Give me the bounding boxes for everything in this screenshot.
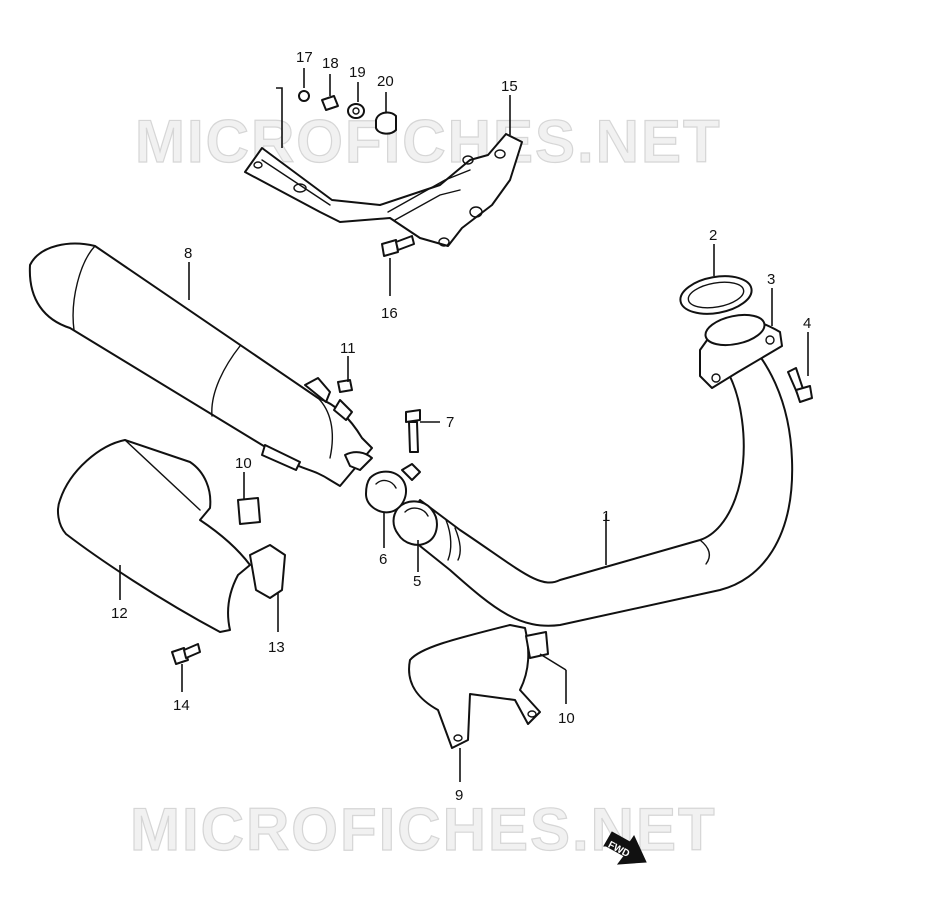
part-2-gasket[interactable] [677, 271, 754, 319]
fwd-arrow: FWD [603, 831, 647, 865]
callout-18: 18 [322, 55, 339, 72]
callout-13: 13 [268, 639, 285, 656]
part-3-flange[interactable] [699, 310, 783, 389]
part-10-pad-right[interactable] [525, 631, 549, 659]
part-11-bolt[interactable] [337, 379, 353, 393]
callout-14: 14 [173, 697, 190, 714]
callout-3: 3 [767, 271, 775, 288]
callout-4: 4 [803, 315, 811, 332]
callout-12: 12 [111, 605, 128, 622]
callout-17: 17 [296, 49, 313, 66]
callout-10-left: 10 [235, 455, 252, 472]
callout-5: 5 [413, 573, 421, 590]
callout-8: 8 [184, 245, 192, 262]
callout-6: 6 [379, 551, 387, 568]
callout-19: 19 [349, 64, 366, 81]
part-4-bolt[interactable] [787, 367, 813, 403]
callout-labels: 17 18 19 20 15 16 8 2 3 4 11 7 10 1 6 5 … [111, 49, 811, 804]
callout-7: 7 [446, 414, 454, 431]
callout-9: 9 [455, 787, 463, 804]
part-9-lower-shield[interactable] [408, 624, 541, 749]
part-20-grommet[interactable] [375, 111, 397, 135]
callout-10-right: 10 [558, 710, 575, 727]
part-6-clamp-ring[interactable] [365, 470, 408, 514]
callout-16: 16 [381, 305, 398, 322]
part-8-muffler[interactable] [28, 242, 373, 487]
watermark-top: MICROFICHES.NET [135, 108, 722, 175]
part-5-clamp[interactable] [392, 463, 438, 546]
callout-15: 15 [501, 78, 518, 95]
bracket-guide-line [276, 87, 283, 148]
callout-2: 2 [709, 227, 717, 244]
part-17-collar[interactable] [298, 90, 310, 102]
part-12-heat-shield[interactable] [57, 439, 251, 633]
part-18-spacer[interactable] [321, 95, 339, 111]
part-10-pad-left[interactable] [237, 497, 261, 525]
callout-11: 11 [340, 340, 356, 357]
watermark-bottom: MICROFICHES.NET [130, 796, 717, 863]
part-13-clip[interactable] [249, 544, 286, 599]
part-16-bolt[interactable] [381, 235, 415, 257]
callout-20: 20 [377, 73, 394, 90]
part-15-bracket[interactable] [244, 133, 523, 247]
part-19-washer[interactable] [347, 103, 365, 119]
part-7-bolt[interactable] [405, 409, 421, 453]
part-14-bolt[interactable] [171, 643, 201, 665]
callout-1: 1 [602, 508, 610, 525]
leader-lines [119, 68, 809, 782]
